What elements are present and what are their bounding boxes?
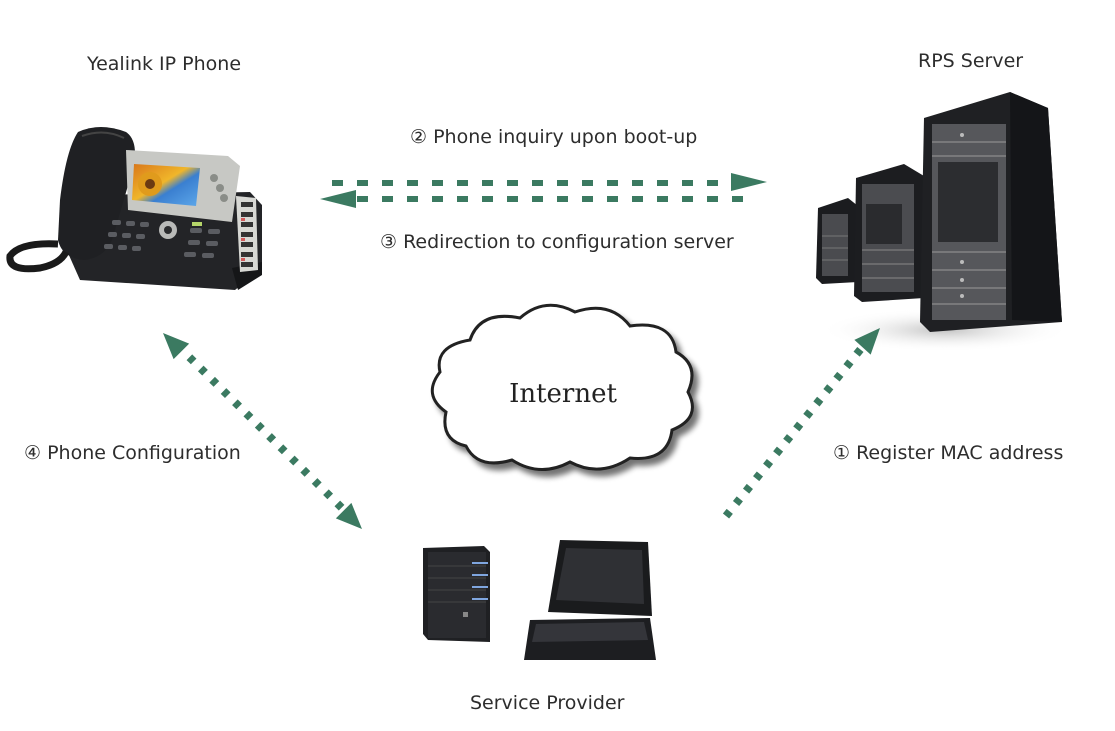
step4-label: ④ Phone Configuration: [24, 442, 241, 464]
service-provider-label: Service Provider: [470, 692, 625, 714]
step1-label: ① Register MAC address: [833, 442, 1064, 464]
step1-arrowhead: [854, 328, 880, 355]
internet-label: Internet: [509, 379, 617, 409]
server-rack-icon: [816, 92, 1070, 352]
step1-arrow-line: [722, 342, 868, 519]
phone-label: Yealink IP Phone: [87, 53, 242, 75]
step2-arrowhead: [731, 173, 767, 191]
step4-arrow-line: [175, 343, 351, 517]
cloud-icon: [430, 303, 694, 472]
step4-arrowhead-bottom: [335, 502, 362, 529]
ip-phone-icon: [6, 127, 262, 290]
step3-label: ③ Redirection to configuration server: [380, 231, 734, 253]
server-rack-small: [816, 198, 858, 284]
computer-laptop-icon: [423, 540, 656, 660]
step3-arrowhead: [320, 190, 356, 208]
server-rack-medium: [854, 164, 924, 302]
step4-arrowhead-top: [163, 333, 190, 360]
rps-server-label: RPS Server: [918, 50, 1024, 72]
server-rack-large: [920, 92, 1062, 332]
laptop-icon: [524, 540, 656, 660]
step2-label: ② Phone inquiry upon boot-up: [410, 126, 698, 148]
desktop-tower-icon: [423, 546, 490, 642]
